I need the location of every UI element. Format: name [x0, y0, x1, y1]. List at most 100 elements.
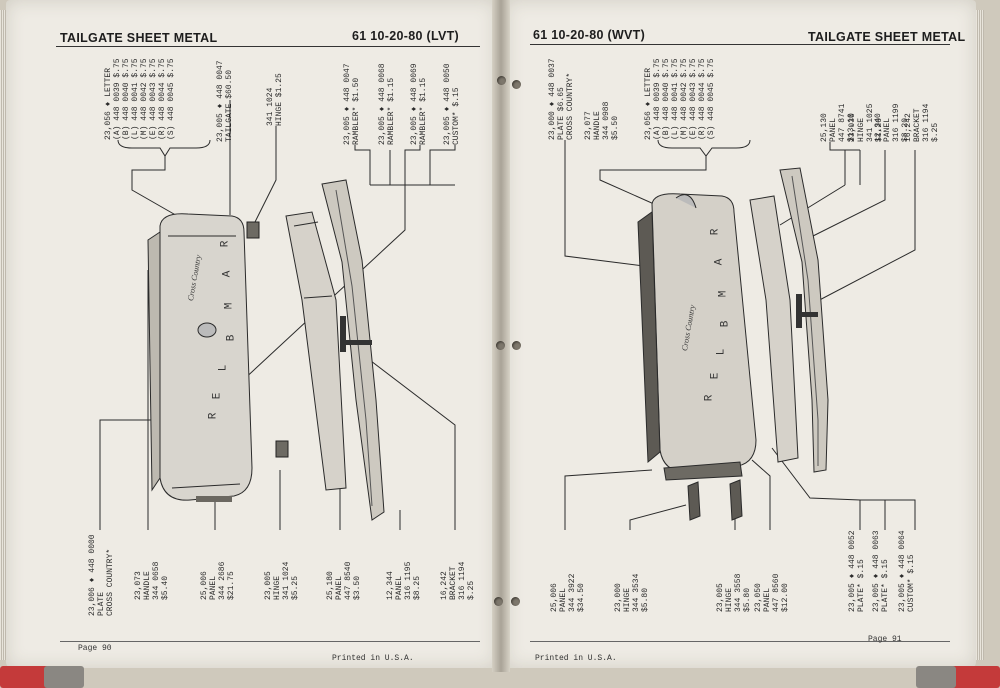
binder-hole	[494, 597, 503, 606]
label-line: 23,005 ♦ 448 0047	[216, 60, 225, 142]
label-line: HINGE	[725, 587, 734, 612]
label-line: 447 8560	[772, 573, 781, 612]
plate-letter: R	[219, 240, 232, 248]
label-line: $.25	[931, 122, 940, 142]
right-bottom-label: 23,005 ♦ 448 0064 CUSTOM* $.15	[898, 530, 916, 612]
plate-letter: M	[717, 290, 730, 298]
label-line: 23,005 ♦ 448 0050	[443, 63, 452, 145]
label-line: BRACKET	[913, 108, 922, 142]
label-line: HINGE	[273, 575, 282, 600]
left-bottom-label: 23,073 HANDLE 344 0658 $5.40	[134, 562, 170, 600]
label-line: 344 3922	[568, 573, 577, 612]
binder-hole	[497, 76, 506, 85]
label-line: 23,005 ♦ 448 0069	[410, 63, 419, 145]
plate-letter: E	[709, 372, 722, 380]
label-line: $12.00	[781, 583, 790, 612]
label-line: 12,340	[874, 113, 883, 142]
plate-letter: A	[713, 258, 726, 266]
label-line: RAMBLER* $1.15	[387, 77, 396, 145]
binder-hole	[512, 341, 521, 350]
binder-clip-metal	[44, 666, 84, 688]
label-line: 12,344	[386, 571, 395, 600]
letters-line: (S) 448 0045 $.75	[707, 58, 716, 140]
label-line: 23,005 ♦ 448 0064	[898, 530, 907, 612]
right-page-number: Page 91	[868, 635, 902, 644]
label-line: PANEL	[559, 587, 568, 612]
left-top-label: 23,005 ♦ 448 0047 RAMBLER* $1.50	[343, 63, 361, 145]
label-line: PLATE $6.65	[557, 87, 566, 140]
label-line: 344 2686	[218, 561, 227, 600]
label-line: 23,005 ♦ 448 0063	[872, 530, 881, 612]
label-line: $5.50	[611, 115, 620, 140]
letters-line: (A) 448 0039 $.75	[653, 58, 662, 140]
left-bottom-label: 25,180 PANEL 447 8540 $3.50	[326, 562, 362, 600]
letters-line: (E) 448 0043 $.75	[689, 58, 698, 140]
right-bottom-label: 23,005 ♦ 448 0063 PLATE* $.15	[872, 530, 890, 612]
label-line: $.25	[467, 580, 476, 600]
plate-letter: A	[221, 270, 234, 278]
letters-line: (L) 448 0041 $.75	[671, 58, 680, 140]
left-header-rule	[56, 46, 480, 47]
label-line: PLATE* $.15	[857, 559, 866, 612]
label-line: 316 1194	[458, 561, 467, 600]
right-top-label: 16,242 BRACKET 316 1194 $.25	[904, 104, 940, 142]
label-line: HANDLE	[593, 111, 602, 140]
left-bottom-label: 12,344 PANEL 316 1195 $8.25	[386, 562, 422, 600]
plate-letter: B	[225, 334, 238, 342]
letters-line: (R) 448 0044 $.75	[158, 58, 167, 140]
label-line: PANEL	[395, 575, 404, 600]
plate-letter: R	[703, 394, 716, 402]
label-line: 16,242	[904, 113, 913, 142]
right-bottom-label: 23,000 HINGE 344 3534 $5.80	[614, 574, 650, 612]
left-bottom-label: 16,242 BRACKET 316 1194 $.25	[440, 562, 476, 600]
label-line: PLATE* $.15	[881, 559, 890, 612]
left-page-title: TAILGATE SHEET METAL	[60, 31, 218, 45]
label-line: $5.25	[291, 575, 300, 600]
label-line: CROSS COUNTRY*	[566, 72, 575, 140]
plate-letter: M	[223, 302, 236, 310]
letters-line: (E) 448 0043 $.75	[149, 58, 158, 140]
label-line: 23,005 ♦ 448 0047	[343, 63, 352, 145]
label-line: HINGE	[857, 117, 866, 142]
label-line: 25,006	[550, 583, 559, 612]
label-line: TAILGATE $60.50	[225, 69, 234, 142]
label-line: 316 1195	[404, 561, 413, 600]
label-line: PANEL	[763, 587, 772, 612]
label-line: 23,005	[264, 571, 273, 600]
label-line: CUSTOM* $.15	[452, 87, 461, 145]
label-line: PANEL	[829, 117, 838, 142]
label-line: $5.80	[743, 587, 752, 612]
left-top-label: 23,005 ♦ 448 0068 RAMBLER* $1.15	[378, 63, 396, 145]
left-top-label: 23,005 ♦ 448 0047 TAILGATE $60.50	[216, 60, 234, 142]
label-line: 447 8741	[838, 103, 847, 142]
label-line: $3.50	[353, 575, 362, 600]
label-line: 344 3534	[632, 573, 641, 612]
left-page-number: Page 90	[78, 644, 112, 653]
label-line: $8.25	[413, 575, 422, 600]
label-line: 23,050	[754, 583, 763, 612]
left-top-label: 23,005 ♦ 448 0050 CUSTOM* $.15	[443, 63, 461, 145]
label-line: 23,073	[134, 571, 143, 600]
label-line: 25,180	[326, 571, 335, 600]
label-line: RAMBLER* $1.15	[419, 77, 428, 145]
plate-letter: L	[217, 364, 230, 372]
label-line: PANEL	[335, 575, 344, 600]
label-line: HINGE	[623, 587, 632, 612]
left-page-model: 61 10-20-80 (LVT)	[352, 29, 459, 43]
left-bottom-label: 23,005 HINGE 341 1024 $5.25	[264, 562, 300, 600]
label-line: 344 3558	[734, 573, 743, 612]
left-top-label: 23,005 ♦ 448 0069 RAMBLER* $1.15	[410, 63, 428, 145]
plate-letter: R	[207, 412, 220, 420]
label-line: $5.80	[641, 587, 650, 612]
left-top-label: 341 1024 HINGE $1.25	[266, 73, 284, 126]
label-line: PANEL	[209, 575, 218, 600]
right-bottom-label: 23,005 HINGE 344 3558 $5.80	[716, 574, 752, 612]
label-line: 316 1194	[922, 103, 931, 142]
left-bottom-label: 23,006 ♦ 448 0000 PLATE CROSS COUNTRY*	[88, 534, 115, 616]
right-bottom-label: 23,005 ♦ 448 0052 PLATE* $.15	[848, 530, 866, 612]
label-line: 25,006	[200, 571, 209, 600]
label-line: 341 1024	[266, 87, 275, 126]
label-line: PLATE	[97, 591, 106, 616]
label-line: 23,005 ♦ 448 0068	[378, 63, 387, 145]
